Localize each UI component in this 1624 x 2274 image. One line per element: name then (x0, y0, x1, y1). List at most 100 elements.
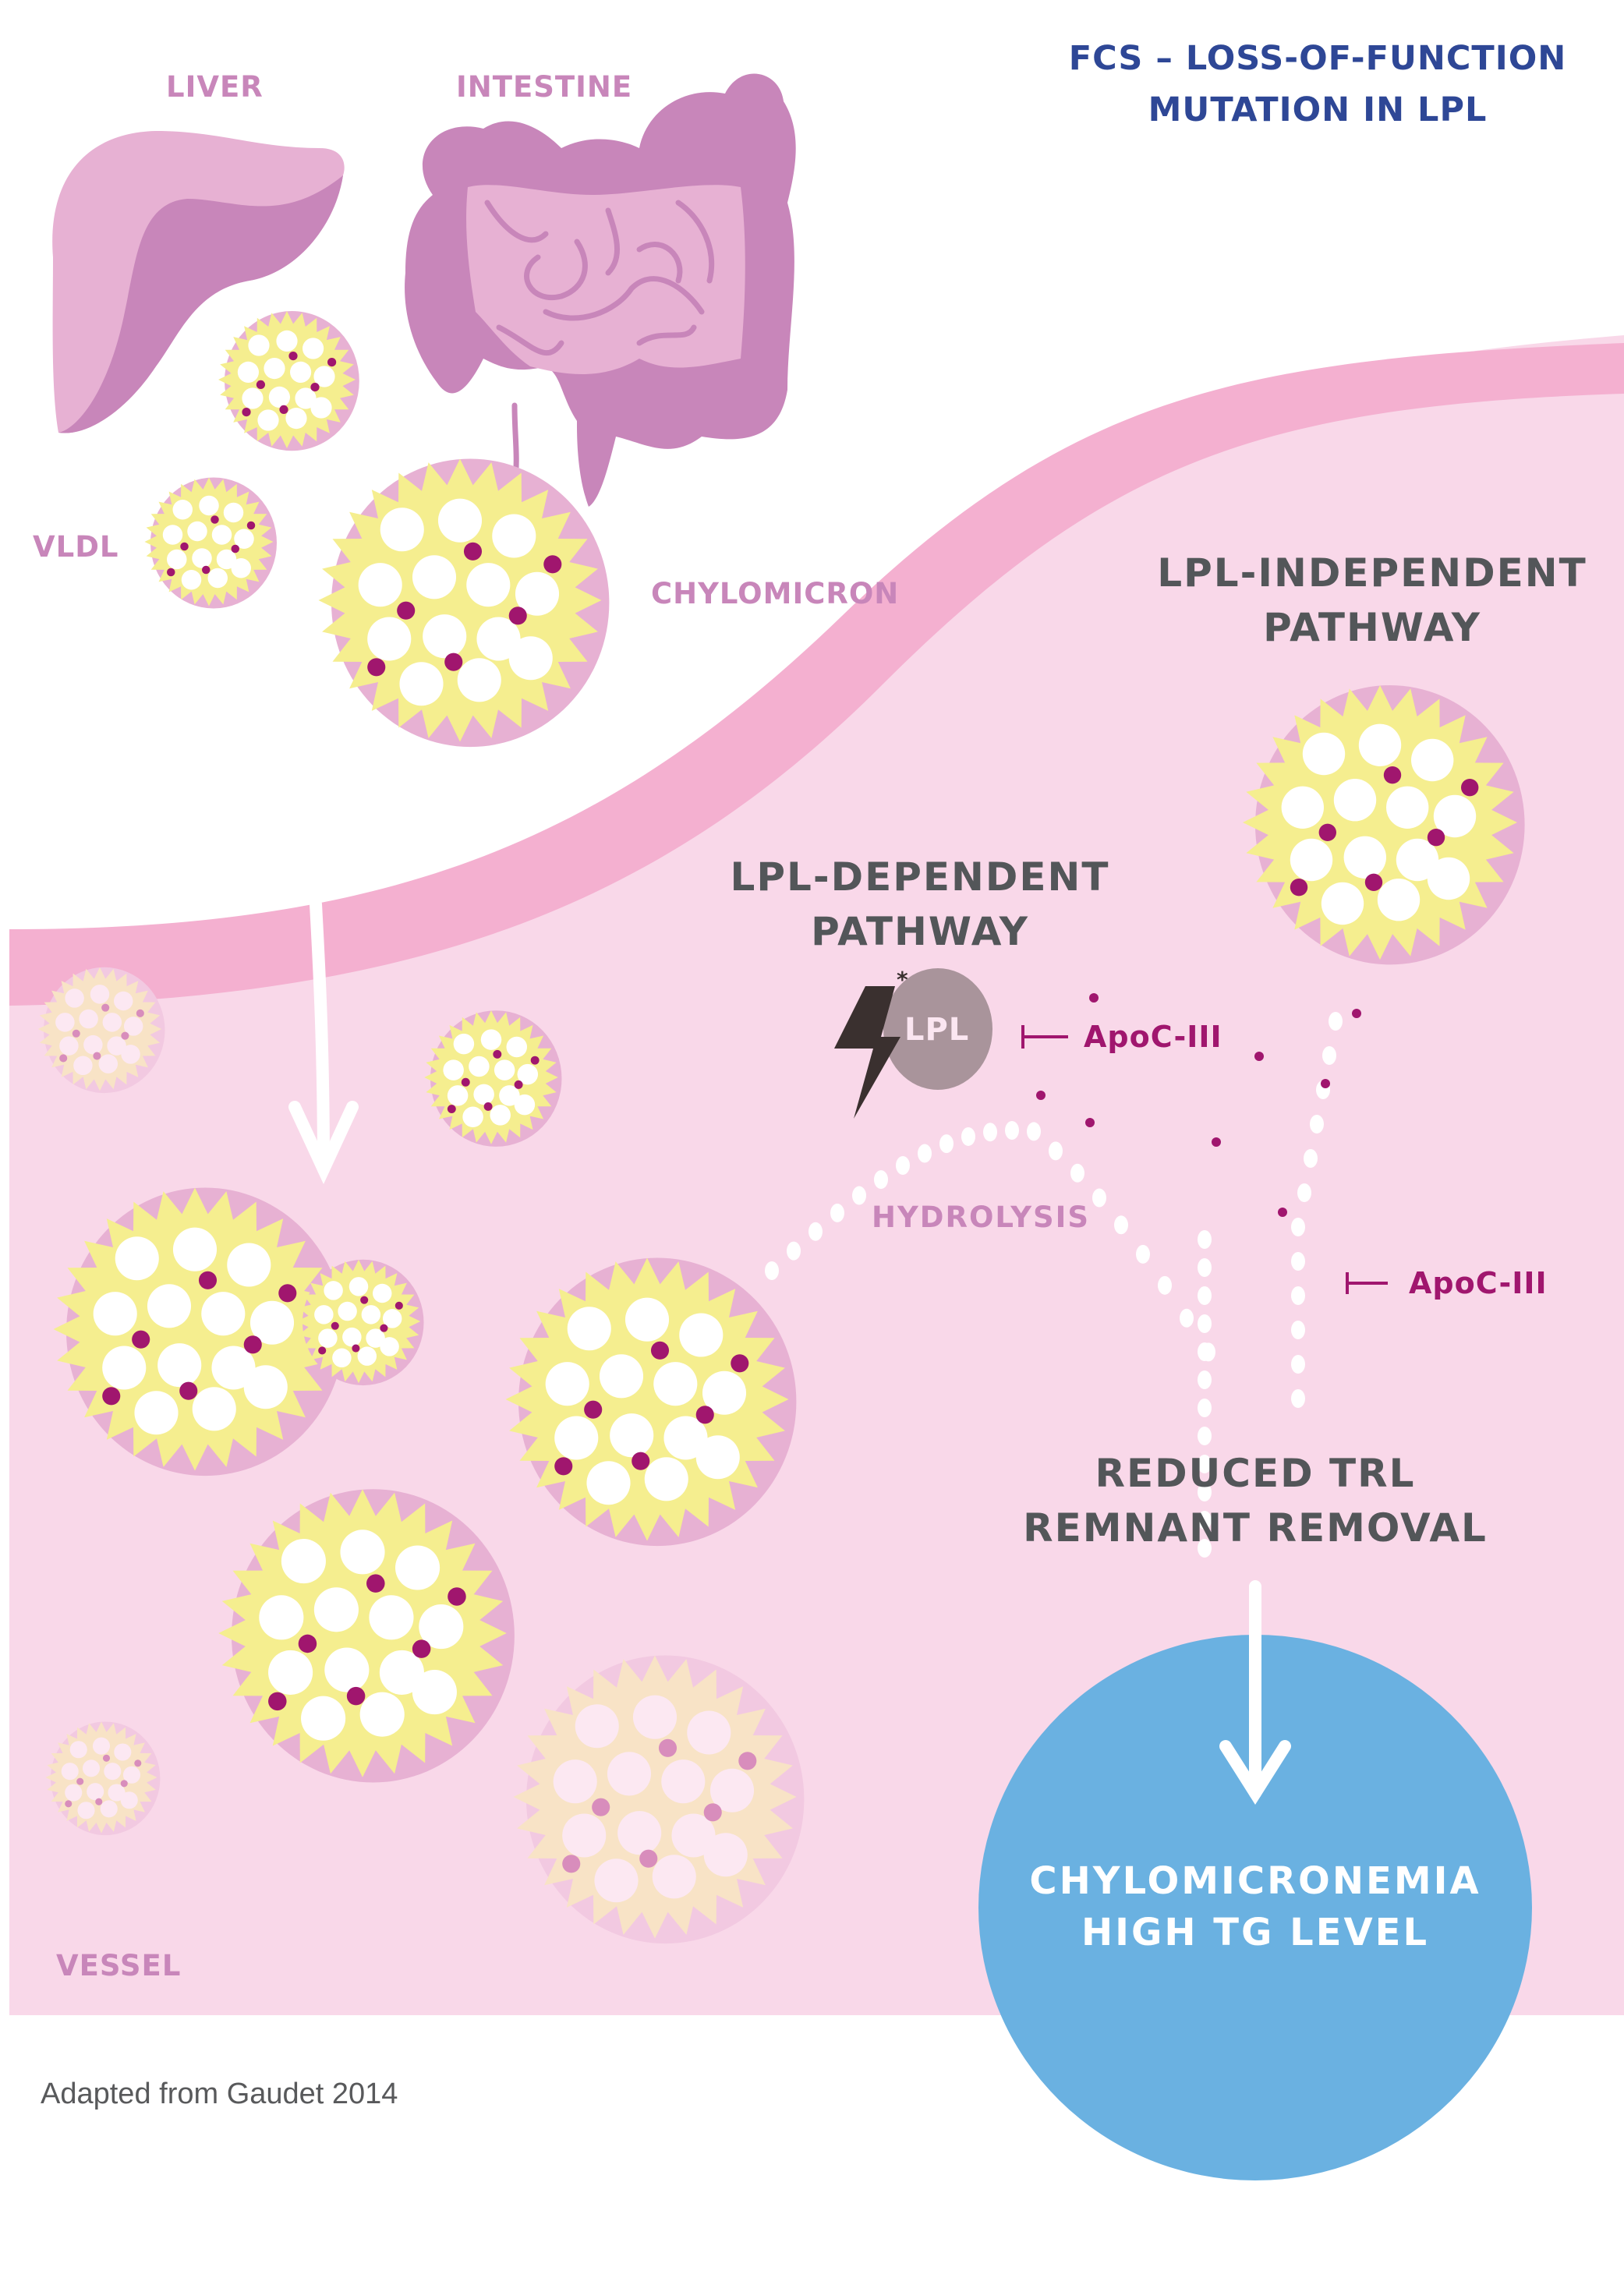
lipid-droplet (1291, 1389, 1305, 1408)
lipid-droplet (1198, 1483, 1212, 1501)
vessel-particle-large-3 (218, 1489, 515, 1783)
hydrolysis-dotted-path (765, 993, 1361, 1558)
lipid-droplet (1310, 1115, 1324, 1133)
lipoprotein-particles (37, 311, 1525, 1944)
independent-line-2: PATHWAY (1263, 605, 1481, 650)
lipid-droplet (918, 1144, 932, 1163)
inhibition-mark-2 (1346, 1272, 1388, 1294)
vessel-particle-small (424, 1010, 562, 1147)
lipid-droplet (1092, 1188, 1106, 1208)
lipid-droplet (1027, 1122, 1041, 1141)
intestine-label: INTESTINE (456, 70, 633, 104)
lipid-droplet (1198, 1314, 1212, 1333)
lipid-droplet (939, 1134, 954, 1154)
lipid-droplet (808, 1222, 823, 1241)
apo-particle-dot (1278, 1208, 1287, 1217)
lipid-droplet (1198, 1539, 1212, 1558)
intestine-icon (405, 73, 796, 507)
lipid-droplet (1291, 1218, 1305, 1236)
result-line-2: REMNANT REMOVAL (1023, 1505, 1488, 1551)
apo-particle-dot (1036, 1091, 1046, 1100)
faded-particle-small (37, 967, 165, 1094)
title-line-2: MUTATION IN LPL (1148, 90, 1488, 129)
apoc-iii-label-1: ApoC-III (1084, 1020, 1222, 1054)
dependent-line-1: LPL-DEPENDENT (730, 854, 1110, 900)
lipid-droplet (1198, 1370, 1212, 1389)
apo-particle-dot (1085, 1118, 1095, 1127)
lipid-droplet (787, 1241, 801, 1261)
lipid-droplet (1198, 1258, 1212, 1277)
lipid-droplet (1291, 1355, 1305, 1374)
lipid-droplet (896, 1155, 910, 1175)
lipid-droplet (765, 1261, 779, 1280)
vessel-wall (9, 343, 1624, 1006)
faded-particle-bottom-left (45, 1721, 161, 1836)
independent-line-1: LPL-INDEPENDENT (1157, 550, 1587, 596)
vessel-particle-tiny (296, 1259, 424, 1386)
lipid-droplet (874, 1170, 888, 1190)
apo-particle-dot (1254, 1052, 1264, 1061)
independent-pathway-particle (1243, 684, 1525, 965)
outcome-line-2: HIGH TG LEVEL (1081, 1911, 1430, 1954)
diagram-title: FCS – LOSS-OF-FUNCTION MUTATION IN LPL (1006, 33, 1624, 136)
vldl-label: VLDL (33, 530, 119, 564)
liver-icon (52, 131, 345, 433)
apo-particle-dot (1212, 1137, 1221, 1147)
lipid-droplet (1329, 1012, 1343, 1031)
lipid-droplet (852, 1186, 866, 1205)
vldl-particle (144, 477, 277, 609)
lipid-droplet (1198, 1286, 1212, 1305)
lipid-droplet (1070, 1163, 1084, 1183)
lipid-droplet (1304, 1149, 1318, 1168)
title-line-1: FCS – LOSS-OF-FUNCTION (1068, 39, 1567, 78)
lipid-droplet (1198, 1455, 1212, 1473)
lipid-droplet (1198, 1399, 1212, 1417)
dependent-line-2: PATHWAY (811, 909, 1029, 954)
faded-particle-large (513, 1655, 805, 1944)
lipid-droplet (1198, 1342, 1212, 1361)
lipid-droplet (1198, 1230, 1212, 1249)
outcome-arrow-icon (1219, 1580, 1291, 1805)
vessel-label: VESSEL (56, 1949, 182, 1982)
result-line-1: REDUCED TRL (1095, 1451, 1416, 1496)
lipid-droplet (1297, 1183, 1311, 1202)
apo-particle-dot (1321, 1079, 1330, 1088)
lipid-droplet (1291, 1252, 1305, 1271)
lpl-dependent-pathway-label: LPL-DEPENDENT PATHWAY (702, 850, 1138, 959)
chylomicronemia-outcome-label: CHYLOMICRONEMIA HIGH TG LEVEL (978, 1855, 1532, 1958)
chylomicron-particle (318, 458, 610, 748)
entry-arrow-icon (288, 898, 359, 1185)
apoc-iii-label-2: ApoC-III (1409, 1266, 1548, 1300)
lipid-droplet (983, 1123, 997, 1142)
liver-label: LIVER (166, 70, 264, 104)
lpl-enzyme (834, 968, 992, 1119)
lipid-droplet (1198, 1511, 1212, 1530)
lipid-droplet (1158, 1275, 1172, 1295)
lipid-droplet (1114, 1215, 1128, 1235)
apo-particle-dot (1089, 993, 1099, 1003)
reduced-trl-removal-label: REDUCED TRL REMNANT REMOVAL (975, 1446, 1536, 1555)
lipid-droplet (961, 1126, 975, 1146)
lipid-droplet (1180, 1308, 1194, 1328)
source-credit: Adapted from Gaudet 2014 (41, 2078, 398, 2110)
lpl-independent-pathway-label: LPL-INDEPENDENT PATHWAY (1138, 546, 1606, 655)
lpl-enzyme-label: LPL (904, 1012, 970, 1048)
vessel-particle-large-2 (505, 1257, 797, 1547)
lipid-droplet (1322, 1046, 1336, 1065)
lipid-droplet (830, 1203, 844, 1222)
mutation-asterisk: * (897, 967, 909, 992)
apo-particle-dot (1352, 1009, 1361, 1018)
outcome-line-1: CHYLOMICRONEMIA (1029, 1859, 1481, 1903)
vessel-particle-large-1 (53, 1187, 345, 1477)
lipid-droplet (1049, 1141, 1063, 1161)
lipid-droplet (1136, 1244, 1150, 1264)
lipid-droplet (1291, 1321, 1305, 1339)
lipid-droplet (1005, 1121, 1019, 1141)
lipid-droplet (1291, 1286, 1305, 1305)
vldl-particle-top (218, 311, 359, 451)
outcome-circle (978, 1635, 1532, 2180)
hydrolysis-label: HYDROLYSIS (872, 1201, 1091, 1234)
lightning-bolt-icon (834, 986, 900, 1119)
lipid-droplet (1198, 1427, 1212, 1445)
